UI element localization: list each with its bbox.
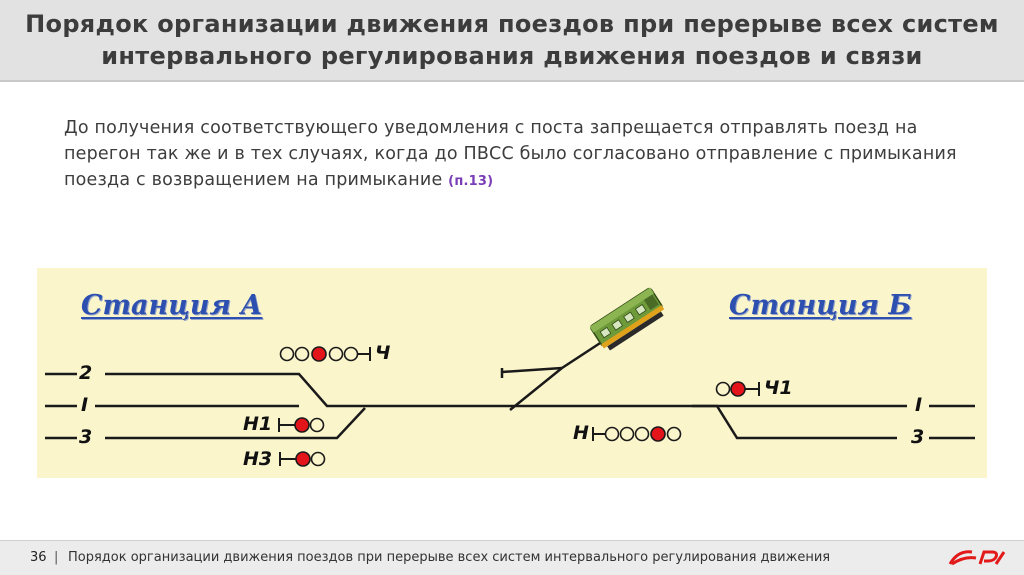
signal-ch1 bbox=[715, 381, 760, 397]
signal-n-lamp-red bbox=[650, 426, 666, 442]
paragraph-text: До получения соответствующего уведомлени… bbox=[64, 118, 957, 190]
signal-n bbox=[592, 426, 682, 442]
body-paragraph: До получения соответствующего уведомлени… bbox=[64, 115, 984, 195]
signal-ch-lamp bbox=[343, 346, 359, 362]
signal-label-n1: Н1 bbox=[243, 413, 273, 435]
signal-ch bbox=[279, 346, 371, 362]
track-label-1-b: I bbox=[915, 394, 923, 416]
tracks bbox=[45, 330, 975, 440]
signal-ch1-lamp bbox=[715, 381, 731, 397]
track-scheme bbox=[45, 287, 975, 467]
track-3-b bbox=[692, 404, 897, 440]
slide-footer: 36 | Порядок организации движения поездо… bbox=[0, 540, 1024, 575]
track-diagram: Станция А Станция Б 2 I 3 I 3 Ч Н1 Н3 Н … bbox=[37, 268, 987, 478]
track-label-1-a: I bbox=[81, 394, 89, 416]
rzd-logo-icon bbox=[946, 548, 1008, 572]
rule-reference: (п.13) bbox=[448, 174, 494, 189]
page-number: 36 bbox=[30, 550, 47, 565]
siding-stub bbox=[501, 366, 563, 374]
signal-ch-lamp bbox=[279, 346, 295, 362]
footer-separator: | bbox=[54, 550, 59, 565]
signal-label-n: Н bbox=[573, 422, 589, 444]
signal-n3 bbox=[279, 451, 326, 467]
signal-n-lamp bbox=[666, 426, 682, 442]
signal-n3-lamp-red bbox=[295, 451, 311, 467]
track-2-a bbox=[105, 372, 487, 408]
signal-n1 bbox=[278, 417, 325, 433]
signal-n-lamp bbox=[604, 426, 620, 442]
signal-ch-lamp bbox=[328, 346, 344, 362]
signal-n-lamp bbox=[619, 426, 635, 442]
signal-n3-lamp bbox=[310, 451, 326, 467]
station-a-title: Станция А bbox=[81, 290, 263, 321]
station-b-title: Станция Б bbox=[729, 290, 912, 321]
signal-label-ch: Ч bbox=[375, 342, 391, 364]
signal-n1-lamp bbox=[309, 417, 325, 433]
signal-ch-lamp bbox=[294, 346, 310, 362]
locomotive-icon bbox=[589, 287, 665, 351]
signal-n-lamp bbox=[634, 426, 650, 442]
track-label-3-a: 3 bbox=[79, 426, 93, 448]
signal-label-ch1: Ч1 bbox=[764, 377, 793, 399]
track-label-2-a: 2 bbox=[79, 362, 93, 384]
signal-ch-lamp-red bbox=[311, 346, 327, 362]
rzd-logo-svg bbox=[948, 550, 1006, 566]
slide-title: Порядок организации движения поездов при… bbox=[25, 10, 999, 70]
footer-title: Порядок организации движения поездов при… bbox=[68, 550, 831, 565]
track-3-a bbox=[105, 407, 366, 440]
signal-label-n3: Н3 bbox=[243, 448, 273, 470]
signal-n1-lamp-red bbox=[294, 417, 310, 433]
signal-ch1-lamp-red bbox=[730, 381, 746, 397]
slide-header: Порядок организации движения поездов при… bbox=[0, 0, 1024, 82]
track-label-3-b: 3 bbox=[911, 426, 925, 448]
